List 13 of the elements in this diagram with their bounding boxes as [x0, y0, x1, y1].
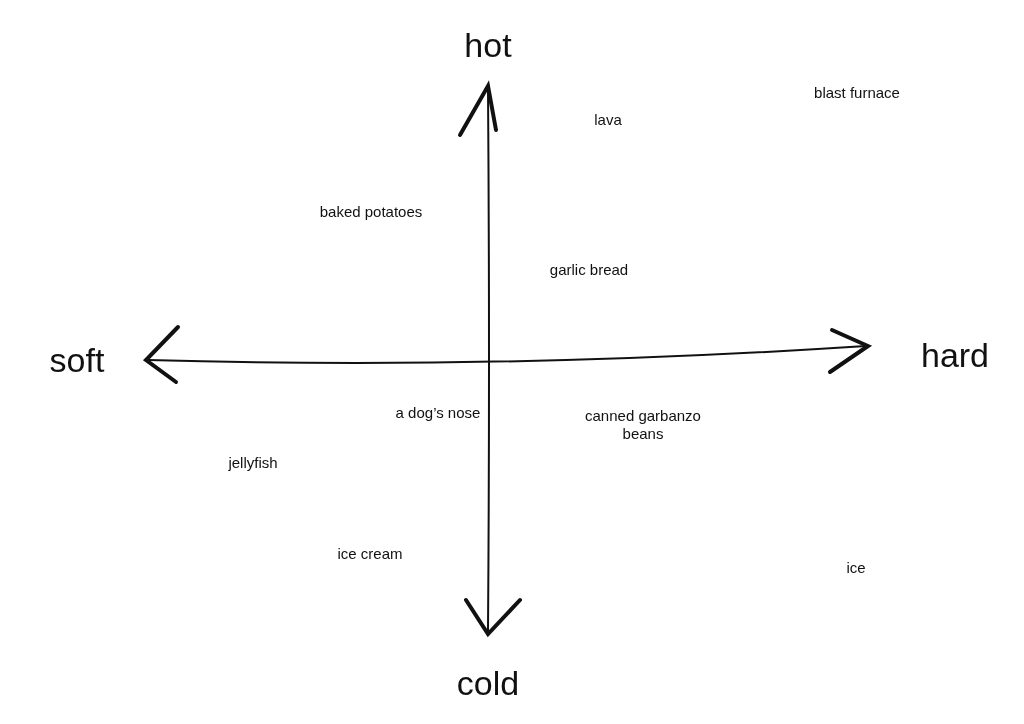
item-label: lava [594, 111, 622, 129]
item-label: jellyfish [228, 454, 278, 472]
axis-label: soft [49, 340, 105, 380]
item-label: blast furnace [814, 84, 900, 102]
axis-label: hard [920, 335, 990, 375]
axis-label: hot [464, 25, 512, 65]
item-label: canned garbanzo beans [584, 407, 702, 443]
item-label: a dog’s nose [395, 404, 481, 422]
item-label: garlic bread [549, 261, 629, 279]
item-label: baked potatoes [319, 203, 423, 221]
item-label: ice cream [337, 545, 403, 563]
item-label: ice [846, 559, 866, 577]
axis-label: cold [456, 663, 520, 703]
